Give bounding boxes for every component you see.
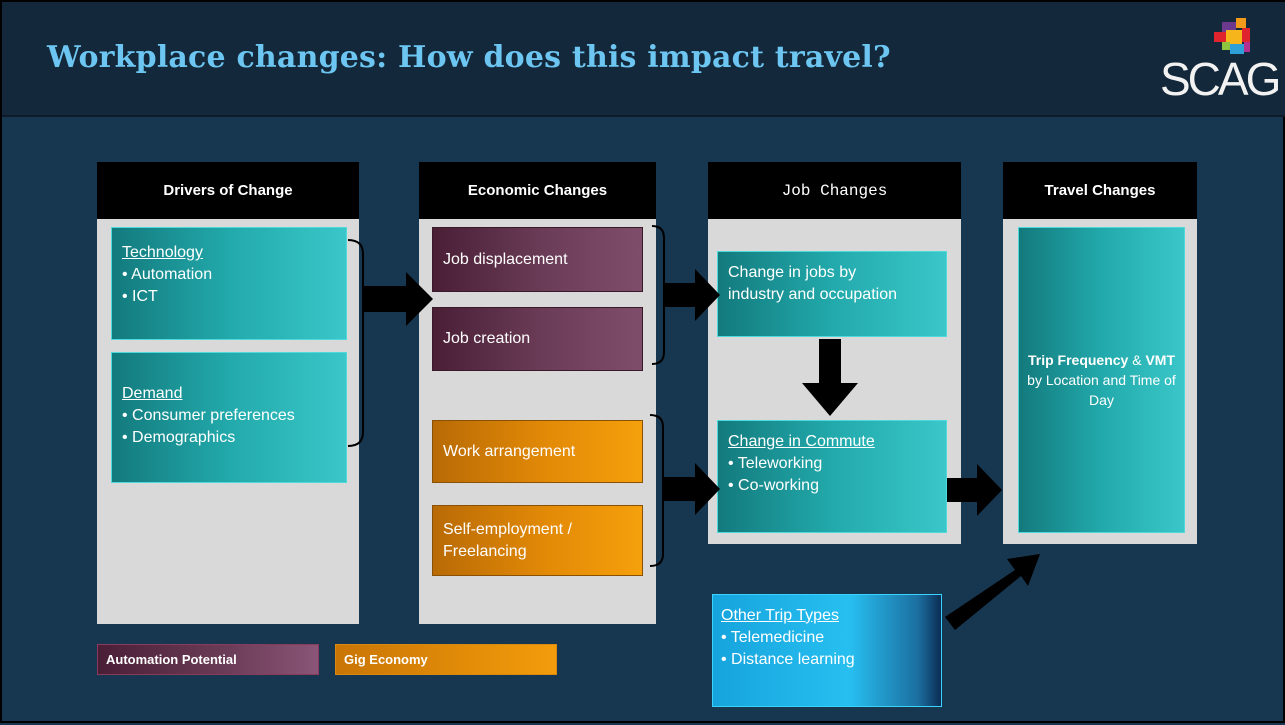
other-trip-item: • Distance learning: [721, 651, 855, 668]
work-arrangement-label: Work arrangement: [443, 442, 576, 460]
slide-header: Workplace changes: How does this impact …: [2, 2, 1285, 117]
logo-text: SCAG: [1160, 53, 1281, 105]
scag-logo: SCAG: [1160, 16, 1281, 106]
commute-box: Change in Commute • Teleworking • Co-wor…: [717, 420, 947, 533]
change-in-jobs-box: Change in jobs by industry and occupatio…: [717, 251, 947, 337]
slide-title: Workplace changes: How does this impact …: [47, 40, 891, 75]
legend-automation-potential: Automation Potential: [97, 644, 319, 675]
self-employment-box: Self-employment / Freelancing: [432, 505, 643, 576]
job-creation-label: Job creation: [443, 330, 531, 347]
vmt-label: VMT: [1145, 352, 1176, 368]
demand-item: • Consumer preferences: [122, 407, 295, 424]
job-displacement-box: Job displacement: [432, 227, 643, 292]
demand-heading: Demand: [122, 385, 183, 402]
commute-item: • Co-working: [728, 477, 819, 494]
self-employment-label: Self-employment / Freelancing: [443, 520, 572, 560]
technology-heading: Technology: [122, 244, 203, 261]
travel-header: Travel Changes: [1003, 162, 1197, 219]
technology-box: Technology • Automation • ICT: [111, 227, 347, 340]
trip-frequency-label: Trip Frequency: [1027, 352, 1129, 368]
demand-item: • Demographics: [122, 429, 236, 446]
arrow-other-trips-to-travel: [945, 554, 1040, 630]
job-creation-box: Job creation: [432, 307, 643, 371]
legend-gig-economy: Gig Economy: [335, 644, 557, 675]
travel-result-text: Trip Frequency & VMT by Location and Tim…: [1027, 350, 1176, 410]
change-in-jobs-label: Change in jobs by industry and occupatio…: [728, 264, 897, 303]
jobs-header: Job Changes: [708, 162, 961, 219]
other-trip-types-box: Other Trip Types • Telemedicine • Distan…: [712, 594, 942, 707]
other-trip-item: • Telemedicine: [721, 629, 825, 646]
logo-mark-icon: [1214, 18, 1250, 54]
travel-result-box: Trip Frequency & VMT by Location and Tim…: [1018, 227, 1185, 533]
other-trip-types-heading: Other Trip Types: [721, 607, 839, 624]
work-arrangement-box: Work arrangement: [432, 420, 643, 483]
economic-header: Economic Changes: [419, 162, 656, 219]
commute-heading: Change in Commute: [728, 433, 875, 450]
job-displacement-label: Job displacement: [443, 250, 568, 268]
drivers-header: Drivers of Change: [97, 162, 359, 219]
travel-rest: by Location and Time of Day: [1027, 372, 1176, 408]
commute-item: • Teleworking: [728, 455, 823, 472]
technology-item: • ICT: [122, 288, 158, 305]
demand-box: Demand • Consumer preferences • Demograp…: [111, 352, 347, 483]
travel-amp: &: [1128, 352, 1146, 368]
technology-item: • Automation: [122, 266, 213, 283]
